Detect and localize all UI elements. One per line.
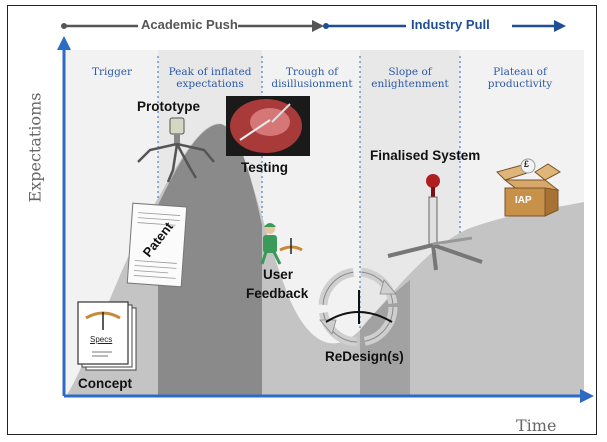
arrow-right-icon bbox=[312, 20, 324, 32]
hype-curve-dark bbox=[158, 124, 262, 396]
phase-slope: Slope of enlightenment bbox=[371, 66, 449, 90]
stage-concept: Concept bbox=[78, 376, 132, 391]
stage-feedback: Feedback bbox=[246, 286, 309, 301]
phase-peak: Peak of inflated expectations bbox=[168, 66, 252, 90]
stage-prototype: Prototype bbox=[137, 99, 201, 114]
stage-finalised-system: Finalised System bbox=[370, 148, 481, 163]
box-symbol: £ bbox=[524, 159, 530, 169]
document-icon bbox=[77, 301, 137, 371]
x-axis-label: Time bbox=[516, 416, 557, 435]
industry-pull-bar bbox=[323, 20, 566, 32]
patent-document-icon bbox=[126, 202, 188, 288]
stage-redesign: ReDesign(s) bbox=[325, 349, 404, 364]
x-axis-arrow-icon bbox=[580, 389, 594, 403]
stage-user: User bbox=[263, 267, 294, 282]
tripod-system-icon bbox=[387, 174, 483, 271]
arrow-right-icon bbox=[554, 20, 566, 32]
academic-push-bar bbox=[61, 20, 324, 32]
phase-plateau: Plateau of productivity bbox=[487, 66, 553, 90]
specs-label: Specs bbox=[90, 335, 113, 344]
box-label: IAP bbox=[515, 195, 532, 206]
cycle-arrows-icon bbox=[318, 267, 398, 347]
diagram-frame bbox=[7, 5, 597, 435]
phase-trough: Trough of disillusionment bbox=[271, 66, 353, 90]
industry-pull-label: Industry Pull bbox=[411, 17, 490, 32]
y-axis-label: Expectatioms bbox=[25, 92, 45, 203]
slope-dark bbox=[360, 280, 410, 396]
robot-arm-icon bbox=[137, 117, 215, 183]
y-axis-arrow-icon bbox=[57, 36, 71, 50]
phase-trigger: Trigger bbox=[91, 66, 133, 78]
academic-push-label: Academic Push bbox=[141, 17, 238, 32]
surgery-photo-icon bbox=[226, 96, 310, 156]
clinician-icon bbox=[260, 223, 303, 265]
stage-testing: Testing bbox=[241, 160, 288, 175]
box-icon bbox=[496, 158, 561, 217]
